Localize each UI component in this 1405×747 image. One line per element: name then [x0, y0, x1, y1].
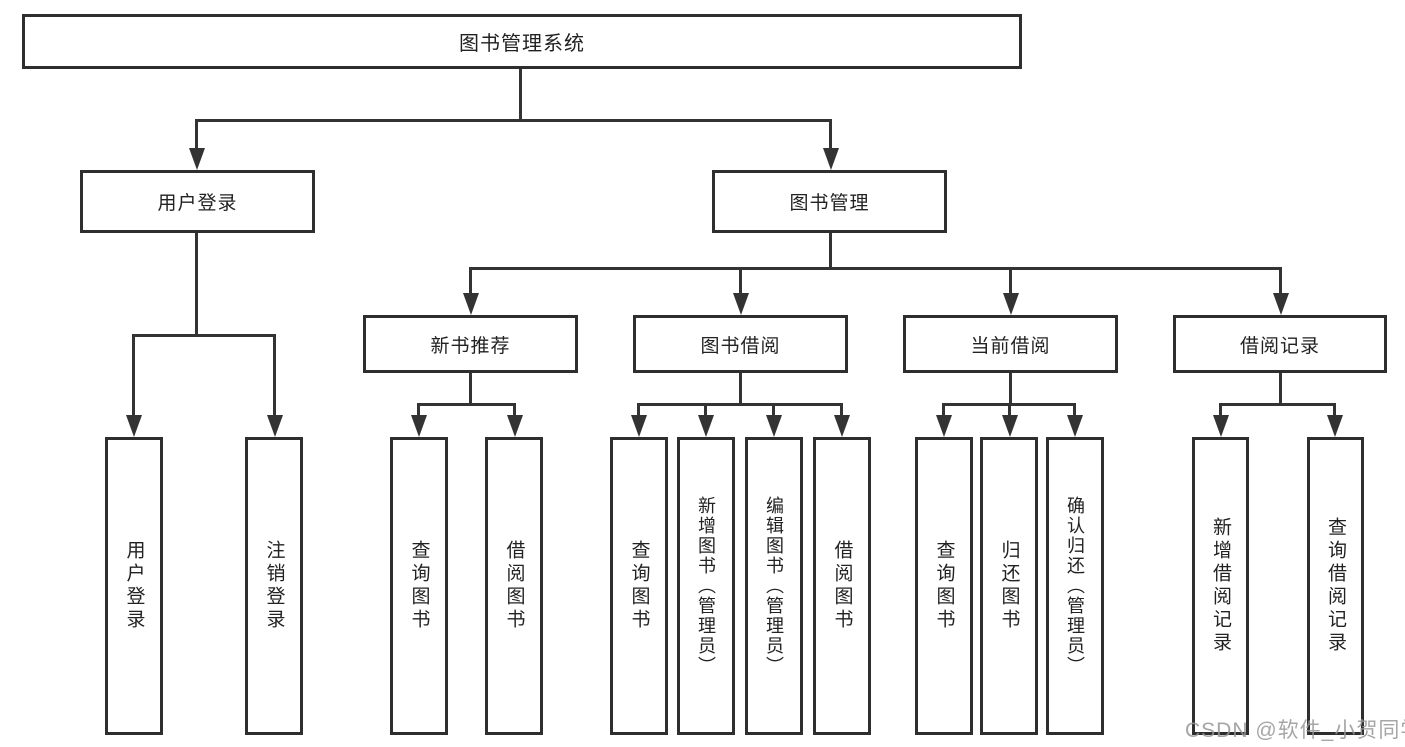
arrowhead-icon [1327, 415, 1343, 437]
connector-line [195, 233, 198, 336]
connector-line [1279, 373, 1282, 406]
connector-line [637, 403, 640, 417]
node-nb-query-books: 查询图书 [390, 437, 448, 735]
node-bb-borrow-books: 借阅图书 [813, 437, 871, 735]
connector-line [739, 267, 742, 295]
connector-line [417, 403, 516, 406]
node-cb-confirm-return-admin: 确认归还（管理员） [1046, 437, 1104, 735]
connector-line [704, 403, 707, 417]
connector-line [829, 119, 832, 151]
node-cb-return-books: 归还图书 [980, 437, 1038, 735]
connector-line [829, 233, 832, 269]
arrowhead-icon [1067, 415, 1083, 437]
connector-line [513, 403, 516, 417]
node-book-management: 图书管理 [712, 170, 947, 233]
node-current-borrowing: 当前借阅 [903, 315, 1118, 373]
connector-line [1009, 373, 1012, 406]
node-bb-query-books: 查询图书 [610, 437, 668, 735]
connector-line [195, 119, 198, 151]
arrowhead-icon [463, 293, 479, 315]
connector-line [772, 403, 775, 417]
arrowhead-icon [631, 415, 647, 437]
arrowhead-icon [733, 293, 749, 315]
arrowhead-icon [823, 148, 839, 170]
connector-line [1219, 403, 1222, 417]
connector-line [132, 334, 276, 337]
arrowhead-icon [1002, 415, 1018, 437]
node-new-book-recommend: 新书推荐 [363, 315, 578, 373]
node-user-login: 用户登录 [105, 437, 163, 735]
arrowhead-icon [766, 415, 782, 437]
connector-line [1008, 403, 1011, 417]
node-br-query-record: 查询借阅记录 [1307, 437, 1364, 735]
node-bb-edit-books-admin: 编辑图书（管理员） [745, 437, 803, 735]
node-user-login-branch: 用户登录 [80, 170, 315, 233]
connector-line [739, 373, 742, 406]
watermark: CSDN @软件_小贺同学 [1185, 719, 1405, 742]
connector-line [1073, 403, 1076, 417]
node-root: 图书管理系统 [22, 14, 1022, 69]
connector-line [417, 403, 420, 417]
connector-line [469, 373, 472, 406]
arrowhead-icon [189, 148, 205, 170]
connector-line [637, 403, 842, 406]
connector-line [1009, 267, 1012, 295]
arrowhead-icon [834, 415, 850, 437]
arrowhead-icon [698, 415, 714, 437]
node-cb-query-books: 查询图书 [915, 437, 973, 735]
node-borrowing-records: 借阅记录 [1173, 315, 1387, 373]
node-nb-borrow-books: 借阅图书 [485, 437, 543, 735]
arrowhead-icon [1273, 293, 1289, 315]
connector-line [132, 334, 135, 418]
node-br-add-record: 新增借阅记录 [1192, 437, 1249, 735]
connector-line [519, 69, 522, 121]
node-book-borrowing: 图书借阅 [633, 315, 848, 373]
connector-line [469, 267, 472, 295]
arrowhead-icon [411, 415, 427, 437]
arrowhead-icon [1213, 415, 1229, 437]
node-logout: 注销登录 [245, 437, 303, 735]
node-bb-add-books-admin: 新增图书（管理员） [677, 437, 735, 735]
connector-line [469, 267, 1282, 270]
connector-line [273, 334, 276, 418]
connector-line [840, 403, 843, 417]
arrowhead-icon [936, 415, 952, 437]
arrowhead-icon [267, 415, 283, 437]
arrowhead-icon [126, 415, 142, 437]
connector-line [195, 119, 832, 122]
connector-line [1219, 403, 1336, 406]
arrowhead-icon [507, 415, 523, 437]
connector-line [1333, 403, 1336, 417]
arrowhead-icon [1003, 293, 1019, 315]
connector-line [1279, 267, 1282, 295]
connector-line [942, 403, 945, 417]
